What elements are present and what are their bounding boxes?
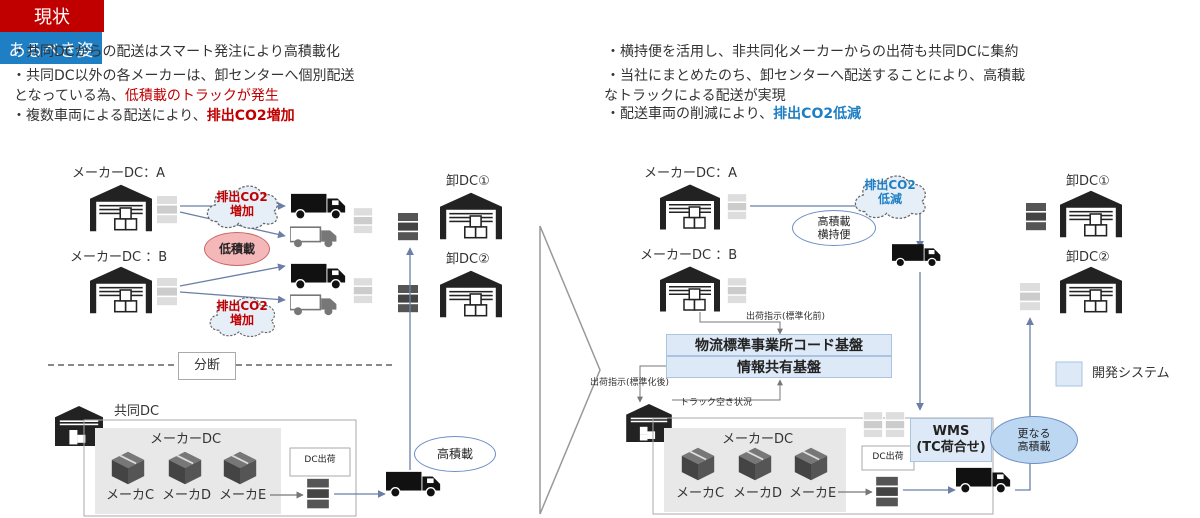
platform-code-box: 物流標準事業所コード基盤 (666, 334, 892, 356)
maker-dc-label-right: メーカーDC (722, 432, 794, 447)
maker-c-label-right: メーカC (676, 486, 725, 501)
box-stack-icon (875, 475, 899, 508)
legend-swatch (1055, 361, 1083, 387)
co2-reduction-highlight: 排出CO2低減 (773, 106, 862, 122)
left-bullet-2a: ・共同DC以外の各メーカーは、卸センターへ個別配送 (12, 68, 355, 84)
warehouse-icon (1060, 190, 1122, 238)
left-bullet-3-text: ・複数車両による配送により、 (12, 108, 207, 124)
wholesale-2-label: 卸DC② (446, 252, 490, 267)
box-stack-icon (353, 277, 373, 304)
warehouse-icon (660, 184, 720, 230)
low-load-badge: 低積載 (204, 232, 270, 266)
co2-reduction-cloud: 排出CO2 低減 (864, 178, 916, 206)
truck-icon (386, 471, 441, 498)
chevron-divider (539, 225, 601, 515)
truck-icon (892, 243, 941, 268)
right-bullet-1: ・横持便を活用し、非共同化メーカーからの出荷も共同DCに集約 (606, 44, 1019, 60)
truck-icon (290, 294, 338, 316)
maker-a-label-right: メーカーDC：A (644, 166, 737, 181)
wholesale-1-label: 卸DC① (446, 174, 490, 189)
wholesale-2-label-right: 卸DC② (1066, 250, 1110, 265)
yokomochi-badge: 高積載 横持便 (792, 210, 876, 246)
warehouse-icon (90, 266, 152, 314)
shipping-after-label: 出荷指示(標準化後) (590, 378, 670, 388)
further-high-load-badge: 更なる 高積載 (990, 416, 1078, 464)
left-bullet-3: ・複数車両による配送により、排出CO2増加 (12, 108, 295, 125)
joint-dc-label: 共同DC (114, 404, 160, 419)
truck-status-label: トラック空き状況 (680, 398, 753, 408)
box-stack-icon (863, 411, 883, 438)
truck-icon (290, 263, 346, 290)
warehouse-icon (1060, 266, 1122, 314)
ideal-state-header: あるべき姿 (0, 32, 102, 64)
truck-icon (290, 193, 346, 220)
box-stack-icon (397, 284, 419, 314)
high-load-badge: 高積載 (414, 436, 496, 472)
box-stack-icon (1025, 202, 1047, 232)
warehouse-icon (90, 184, 152, 232)
maker-dc-label: メーカーDC (150, 432, 222, 447)
left-bullet-2b-text: となっている為、 (14, 88, 125, 104)
right-bullet-3: ・配送車両の削減により、排出CO2低減 (606, 106, 861, 123)
box-stack-icon (353, 207, 373, 234)
maker-b-label-right: メーカーDC ：B (640, 248, 738, 263)
warehouse-icon (660, 266, 720, 312)
box-stack-icon (727, 277, 747, 304)
box-stack-icon (156, 277, 178, 307)
current-state-header: 現状 (0, 0, 104, 32)
right-bullet-3-text: ・配送車両の削減により、 (606, 106, 774, 122)
left-bullet-1: ・共同DCからの配送はスマート発注により高積載化 (12, 44, 340, 60)
co2-increase-cloud-bottom: 排出CO2 増加 (216, 299, 268, 327)
left-diagram (48, 184, 502, 517)
box-stack-icon (397, 212, 419, 242)
maker-d-label: メーカD (162, 488, 212, 503)
low-load-highlight: 低積載のトラックが発生 (124, 88, 279, 104)
maker-a-label: メーカーDC：A (72, 166, 165, 181)
divider-label: 分断 (178, 352, 236, 380)
left-bullet-2b: となっている為、低積載のトラックが発生 (14, 88, 279, 105)
maker-e-label-right: メーカE (789, 486, 837, 501)
right-bullet-2b: なトラックによる配送が実現 (604, 88, 786, 104)
maker-d-label-right: メーカD (733, 486, 783, 501)
shipping-before-label: 出荷指示(標準化前) (746, 312, 826, 322)
box-stack-icon (727, 193, 747, 220)
dc-ship-label-right: DC出荷 (872, 452, 904, 462)
right-diagram (626, 184, 1122, 515)
box-stack-icon (1019, 282, 1041, 312)
co2-increase-highlight: 排出CO2増加 (206, 108, 295, 124)
dc-ship-label: DC出荷 (304, 455, 336, 465)
box-stack-icon (885, 411, 905, 438)
wholesale-1-label-right: 卸DC① (1066, 174, 1110, 189)
maker-c-label: メーカC (106, 488, 155, 503)
box-stack-icon (306, 477, 330, 510)
right-bullet-2a: ・当社にまとめたのち、卸センターへ配送することにより、高積載 (606, 68, 1026, 84)
wms-box: WMS (TC荷合せ) (910, 418, 992, 462)
warehouse-icon (440, 192, 502, 240)
maker-b-label: メーカーDC ：B (70, 250, 168, 265)
box-stack-icon (156, 195, 178, 225)
truck-icon (956, 467, 1011, 494)
legend-label: 開発システム (1092, 366, 1170, 381)
warehouse-icon (440, 270, 502, 318)
maker-e-label: メーカE (219, 488, 267, 503)
co2-increase-cloud-top: 排出CO2 増加 (216, 190, 268, 218)
platform-info-box: 情報共有基盤 (666, 356, 892, 378)
truck-icon (290, 226, 338, 248)
